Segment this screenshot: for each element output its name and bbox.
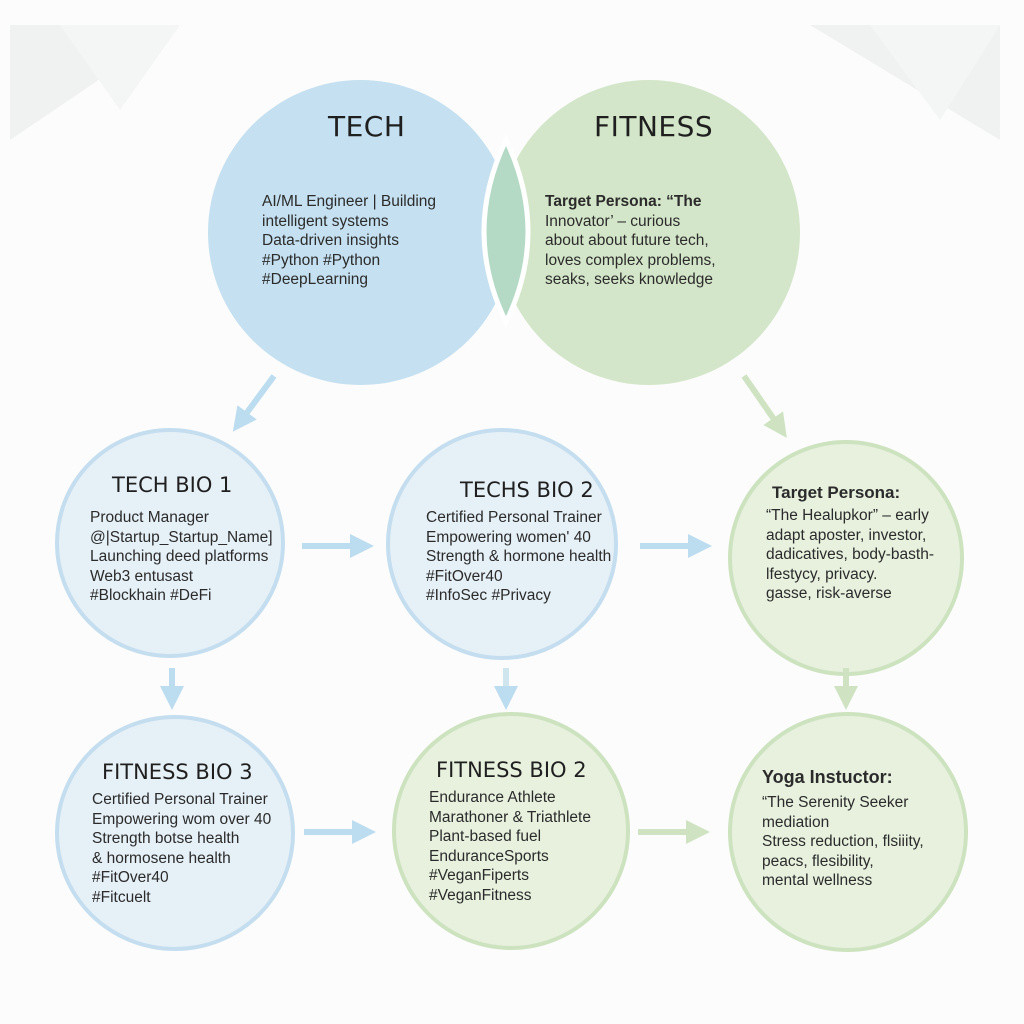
tech-line: #Python #Python bbox=[262, 251, 381, 269]
bio-line: Certified Personal Trainer bbox=[426, 509, 602, 526]
bio-line: #InfoSec #Privacy bbox=[426, 587, 551, 604]
fitness-bio-3-circle bbox=[55, 715, 295, 951]
fitness-bio-2-description: Endurance Athlete Marathoner & Triathlet… bbox=[429, 788, 591, 905]
fitness-line: about about future tech, bbox=[545, 232, 709, 249]
yoga-line: peacs, flesibility, bbox=[762, 852, 874, 870]
bio-line: Plant-based fuel bbox=[429, 828, 542, 845]
fitness-title: FITNESS bbox=[594, 110, 714, 143]
tech-title: TECH bbox=[328, 110, 406, 143]
bio-line: & hormosene health bbox=[92, 849, 231, 867]
persona-line: adapt aposter, investor, bbox=[766, 526, 927, 544]
yoga-line: mental wellness bbox=[762, 872, 873, 889]
tech-circle bbox=[208, 80, 513, 385]
bio-line: Endurance Athlete bbox=[429, 789, 556, 806]
techs-bio-2-title: TECHS BIO 2 bbox=[460, 478, 594, 502]
fitness-bio-2-circle bbox=[392, 712, 630, 950]
techs-bio-2-description: Certified Personal Trainer Empowering wo… bbox=[426, 508, 611, 606]
fitness-line: Target Persona: “The bbox=[545, 193, 702, 210]
persona-line: “The Healupkor” – early bbox=[766, 507, 929, 524]
bio-line: Empowering women' 40 bbox=[426, 528, 591, 546]
fitness-line: Innovator’ – curious bbox=[545, 212, 681, 230]
persona-line: dadicatives, body-basth- bbox=[766, 546, 935, 563]
bio-line: Marathoner & Triathlete bbox=[429, 808, 591, 826]
tech-bio-1-circle bbox=[55, 428, 285, 658]
tech-bio-1-description: Product Manager @|Startup_Startup_Name] … bbox=[90, 508, 273, 606]
persona-description: “The Healupkor” – early adapt aposter, i… bbox=[766, 506, 934, 604]
bio-line: Product Manager bbox=[90, 509, 209, 526]
fitness-bio-3-title: FITNESS BIO 3 bbox=[102, 760, 253, 784]
tech-line: Data-driven insights bbox=[262, 232, 399, 249]
fitness-bio-2-title: FITNESS BIO 2 bbox=[436, 758, 587, 782]
fitness-line: seaks, seeks knowledge bbox=[545, 271, 714, 288]
yoga-circle bbox=[728, 712, 968, 952]
bio-line: @|Startup_Startup_Name] bbox=[90, 528, 273, 546]
bio-line: Strength & hormone health bbox=[426, 548, 612, 565]
yoga-line: Stress reduction, flsiiity, bbox=[762, 833, 924, 850]
yoga-line: “The Serenity Seeker bbox=[762, 794, 909, 811]
techs-bio-2-circle bbox=[386, 428, 618, 660]
tech-line: AI/ML Engineer | Building bbox=[262, 193, 437, 210]
yoga-description: “The Serenity Seeker mediation Stress re… bbox=[762, 793, 924, 891]
tech-description: AI/ML Engineer | Building intelligent sy… bbox=[262, 192, 436, 290]
arrow-fitness-to-persona bbox=[741, 374, 787, 438]
bio-line: #VeganFitness bbox=[429, 886, 532, 904]
bio-line: #Blockhain #DeFi bbox=[90, 587, 212, 604]
fitness-line: loves complex problems, bbox=[545, 251, 716, 269]
persona-title: Target Persona: bbox=[772, 483, 901, 502]
tech-line: intelligent systems bbox=[262, 212, 389, 230]
bio-line: #FitOver40 bbox=[92, 869, 169, 886]
bio-line: #Fitcuelt bbox=[92, 888, 151, 906]
bio-line: EnduranceSports bbox=[429, 847, 549, 865]
fitness-description-lines: Target Persona: “The Innovator’ – curiou… bbox=[545, 192, 716, 290]
tech-bio-1-title: TECH BIO 1 bbox=[112, 473, 233, 497]
yoga-title: Yoga Instuctor: bbox=[762, 767, 893, 787]
bio-line: Empowering wom over 40 bbox=[92, 810, 272, 828]
bio-line: #FitOver40 bbox=[426, 567, 503, 585]
persona-circle bbox=[728, 440, 964, 676]
persona-line: lfestycy, privacy. bbox=[766, 565, 878, 583]
bio-line: Certified Personal Trainer bbox=[92, 791, 268, 808]
yoga-line: mediation bbox=[762, 813, 830, 831]
bio-line: #VeganFiperts bbox=[429, 867, 529, 884]
bio-line: Strength botse health bbox=[92, 830, 240, 847]
bio-line: Launching deed platforms bbox=[90, 548, 269, 565]
persona-line: gasse, risk-averse bbox=[766, 585, 892, 602]
fitness-bio-3-description: Certified Personal Trainer Empowering wo… bbox=[92, 790, 271, 907]
bio-line: Web3 entusast bbox=[90, 567, 194, 585]
tech-line: #DeepLearning bbox=[262, 271, 369, 288]
arrow-tech-to-bio-1 bbox=[232, 374, 277, 432]
